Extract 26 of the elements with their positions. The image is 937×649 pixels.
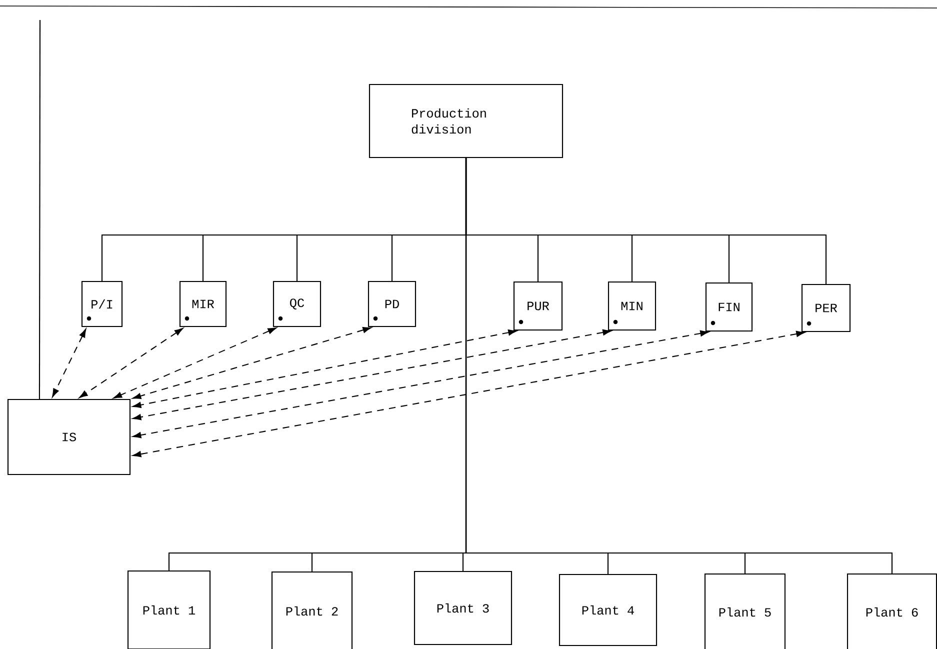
dashed-arrow [79,328,184,398]
dashed-arrow [132,329,612,420]
department-box: MIN [608,281,656,331]
plant-box: Plant 4 [558,574,658,646]
org-box: IS [7,398,131,476]
department-box: P/I [81,280,123,328]
org-box: Production division [368,84,564,158]
plant-box: Plant 6 [846,573,937,649]
dashed-arrow [132,330,709,438]
plant-box: Plant 3 [414,570,512,646]
connector-line [465,158,893,574]
dashed-arrow [132,330,805,458]
department-box: PER [801,284,851,332]
dashed-arrow [52,328,86,398]
dashed-arrow [132,330,517,408]
dashed-arrow [132,327,372,399]
connector-line [38,20,41,399]
department-box: MIR [179,280,227,328]
plant-box: Plant 5 [704,573,786,649]
dashed-arrow [113,328,276,398]
department-box: FIN [705,282,753,332]
plant-box: Plant 2 [271,571,353,649]
plant-box: Plant 1 [127,570,211,649]
department-box: QC [272,280,322,328]
department-box: PD [368,280,416,328]
department-box: PUR [513,281,563,331]
